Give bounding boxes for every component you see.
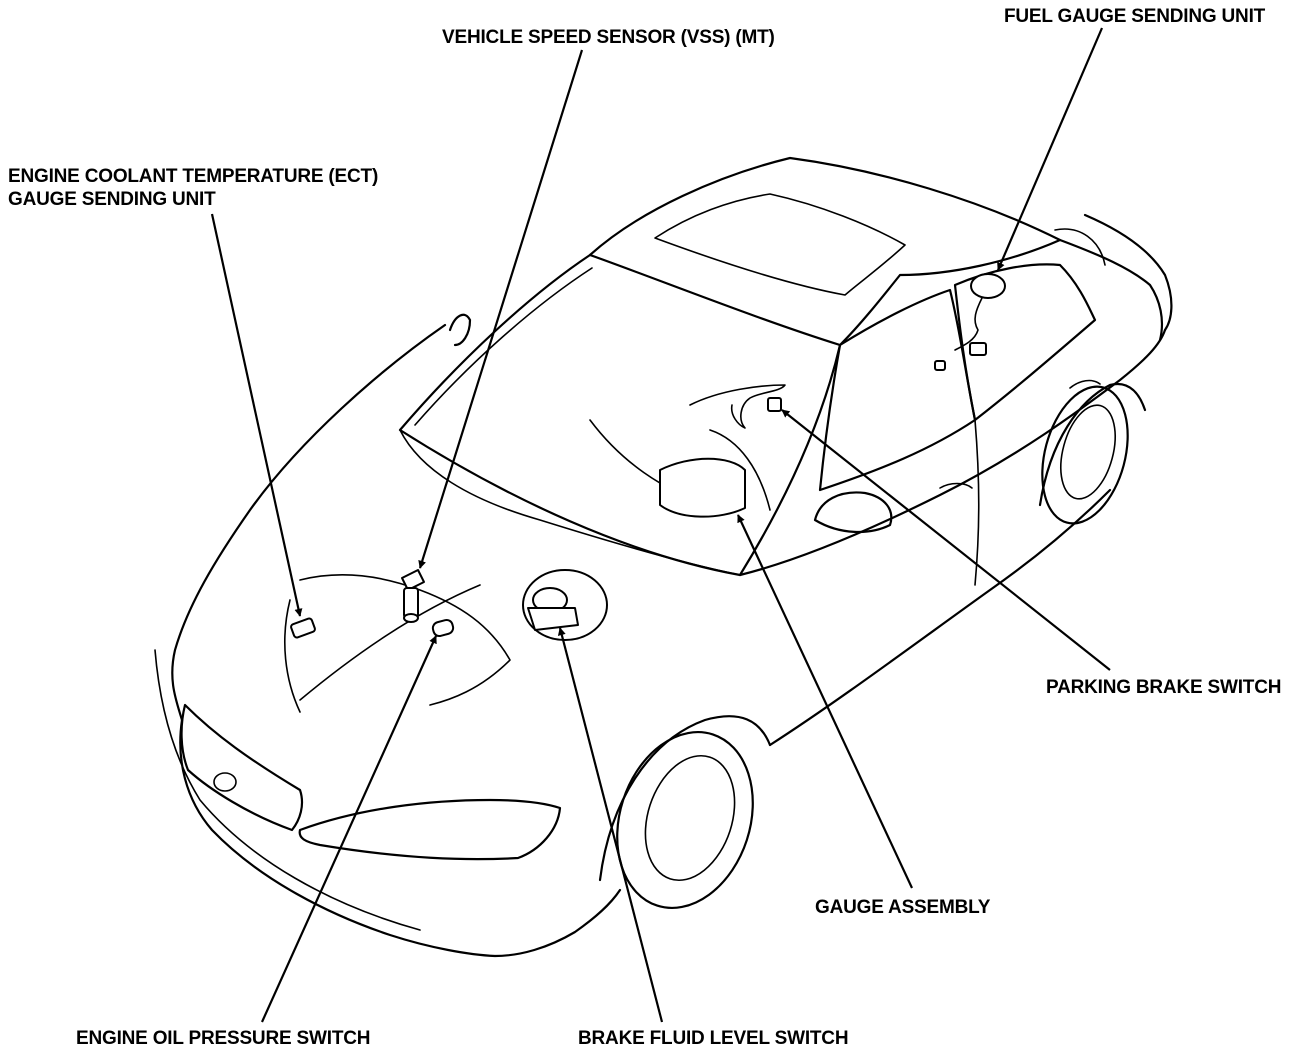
- windshield-inner: [414, 267, 593, 426]
- label-parking-brake-switch: PARKING BRAKE SWITCH: [1046, 676, 1281, 699]
- rear-rim: [1060, 404, 1116, 500]
- door-seam: [974, 419, 980, 586]
- label-ect-line2: GAUGE SENDING UNIT: [8, 189, 216, 210]
- car-body: [154, 156, 1173, 958]
- cowl: [399, 429, 741, 576]
- ect-sending-unit: [290, 617, 316, 639]
- label-oil-text: ENGINE OIL PRESSURE SWITCH: [76, 1028, 371, 1049]
- label-vss-text: VEHICLE SPEED SENSOR (VSS) (MT): [442, 27, 775, 48]
- label-ect-gauge-sending-unit: ENGINE COOLANT TEMPERATURE (ECT) GAUGE S…: [8, 165, 378, 211]
- windshield: [398, 253, 842, 577]
- headlight: [298, 798, 562, 861]
- door-handle-front: [939, 482, 973, 489]
- label-fuel-text: FUEL GAUGE SENDING UNIT: [1004, 6, 1266, 27]
- label-brake-fluid-level-switch: BRAKE FLUID LEVEL SWITCH: [578, 1027, 849, 1050]
- trunk: [1083, 213, 1173, 332]
- brake-fluid-reservoir: [522, 569, 608, 641]
- label-parking-text: PARKING BRAKE SWITCH: [1046, 677, 1282, 698]
- label-brake-text: BRAKE FLUID LEVEL SWITCH: [578, 1028, 849, 1049]
- front-tire: [616, 730, 754, 910]
- leader-gauge: [737, 514, 913, 889]
- leader-lines: [210, 27, 1111, 1023]
- rear-tire: [1041, 385, 1129, 525]
- hood-bulge: [299, 574, 511, 706]
- hood-left-contour: [171, 323, 447, 722]
- rear-wheel-arch: [1038, 382, 1147, 507]
- body-side-upper: [738, 328, 1167, 577]
- hood-crease: [299, 584, 481, 701]
- bumper-lower-line: [154, 649, 421, 931]
- label-gauge-text: GAUGE ASSEMBLY: [815, 897, 991, 918]
- front-door-window: [818, 288, 977, 492]
- label-ect-line1: ENGINE COOLANT TEMPERATURE (ECT): [8, 166, 379, 187]
- oil-pressure-switch-part: [431, 618, 455, 638]
- body-side-lower: [768, 488, 1112, 747]
- vss-sensor: [401, 569, 425, 623]
- leader-vss: [418, 49, 584, 569]
- leader-brake: [557, 627, 664, 1023]
- steering-column: [709, 429, 771, 511]
- fuel-sending-unit-part: [934, 273, 1006, 371]
- grille: [180, 703, 304, 832]
- front-wheel-arch: [598, 715, 772, 882]
- side-mirror: [813, 491, 893, 533]
- dashboard-curve: [689, 384, 786, 429]
- leader-ect: [210, 213, 303, 617]
- leader-oil: [260, 635, 438, 1023]
- rear-door-window: [953, 263, 1097, 422]
- rear-spoiler: [1054, 228, 1106, 266]
- components: [290, 273, 1006, 641]
- left-mirror-stub: [448, 313, 472, 347]
- front-bumper: [179, 718, 622, 958]
- hood-line-2: [284, 599, 301, 713]
- leader-parking-brake: [781, 409, 1111, 671]
- label-vehicle-speed-sensor: VEHICLE SPEED SENSOR (VSS) (MT): [442, 26, 775, 49]
- leader-fuel: [996, 27, 1104, 271]
- door-handle-rear: [1069, 379, 1101, 389]
- label-fuel-gauge-sending-unit: FUEL GAUGE SENDING UNIT: [1004, 5, 1265, 28]
- roof: [588, 156, 1062, 347]
- rear-window: [1058, 238, 1164, 342]
- label-engine-oil-pressure-switch: ENGINE OIL PRESSURE SWITCH: [76, 1027, 370, 1050]
- sunroof: [654, 193, 906, 296]
- parking-brake-switch-part: [767, 397, 782, 412]
- emblem: [213, 772, 237, 792]
- front-rim: [644, 754, 736, 882]
- gauge-assembly-part: [659, 457, 746, 518]
- label-gauge-assembly: GAUGE ASSEMBLY: [815, 896, 990, 919]
